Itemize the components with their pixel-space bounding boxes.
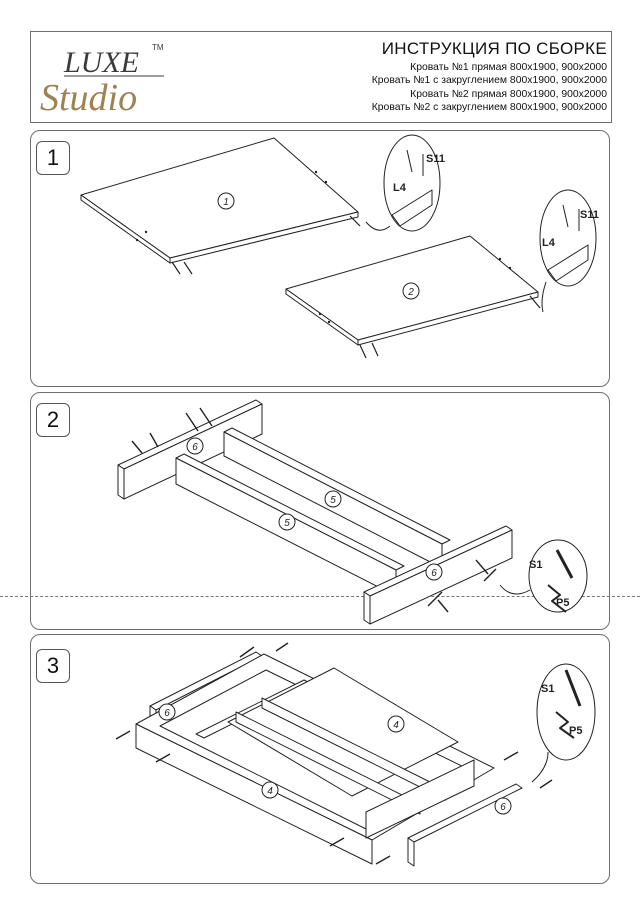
fastener-label: P5: [569, 725, 582, 737]
step-2-frame-drawing: 6 5 5 6: [117, 399, 513, 625]
cut-line: [0, 596, 640, 597]
logo-line2: Studio: [40, 77, 137, 118]
fastener-label: S11: [426, 153, 445, 165]
step-1-panel: [30, 130, 610, 387]
step-number-badge: 1: [36, 141, 70, 175]
detail-bubble-2: S11 L4: [539, 189, 599, 313]
part-number: 1: [223, 197, 229, 208]
part-number: 4: [393, 720, 399, 731]
part-number: 6: [192, 442, 198, 453]
part-number: 4: [267, 786, 273, 797]
part-number: 5: [330, 495, 336, 506]
part-number: 2: [407, 287, 414, 298]
fastener-label: S1: [529, 559, 542, 571]
title-block: ИНСТРУКЦИЯ ПО СБОРКЕ Кровать №1 прямая 8…: [372, 39, 607, 114]
part-number: 5: [284, 518, 290, 529]
part-number: 6: [500, 802, 506, 813]
logo-tm: TM: [152, 43, 164, 52]
model-line: Кровать №2 прямая 800х1900, 900х2000: [410, 88, 607, 100]
step-2-panel: [30, 392, 610, 630]
header-frame: [30, 31, 612, 123]
fastener-label: S1: [541, 683, 554, 695]
detail-bubble-1: S11 L4: [365, 134, 445, 232]
step-number-badge: 3: [36, 649, 70, 683]
part-number: 6: [431, 568, 437, 579]
panel-2-drawing: 2: [285, 235, 541, 359]
part-number: 6: [164, 708, 170, 719]
detail-bubble-3: S1 P5: [499, 539, 588, 613]
logo-line1: LUXE: [63, 46, 139, 79]
model-line: Кровать №2 с закруглением 800х1900, 900х…: [371, 101, 607, 113]
fastener-label: L4: [393, 182, 407, 194]
step-number-badge: 2: [36, 403, 70, 437]
detail-bubble-4: S1 P5: [531, 663, 596, 783]
model-line: Кровать №1 с закруглением 800х1900, 900х…: [371, 75, 607, 87]
brand-logo: LUXE TM Studio: [36, 36, 186, 119]
fastener-label: L4: [542, 237, 556, 249]
fastener-label: S11: [580, 209, 599, 221]
fastener-label: P5: [556, 597, 569, 609]
step-3-frame-drawing: 6 4 4 6: [115, 642, 553, 867]
model-line: Кровать №1 прямая 800х1900, 900х2000: [410, 62, 607, 73]
panel-1-drawing: 1: [80, 137, 361, 275]
doc-title: ИНСТРУКЦИЯ ПО СБОРКЕ: [381, 39, 607, 58]
